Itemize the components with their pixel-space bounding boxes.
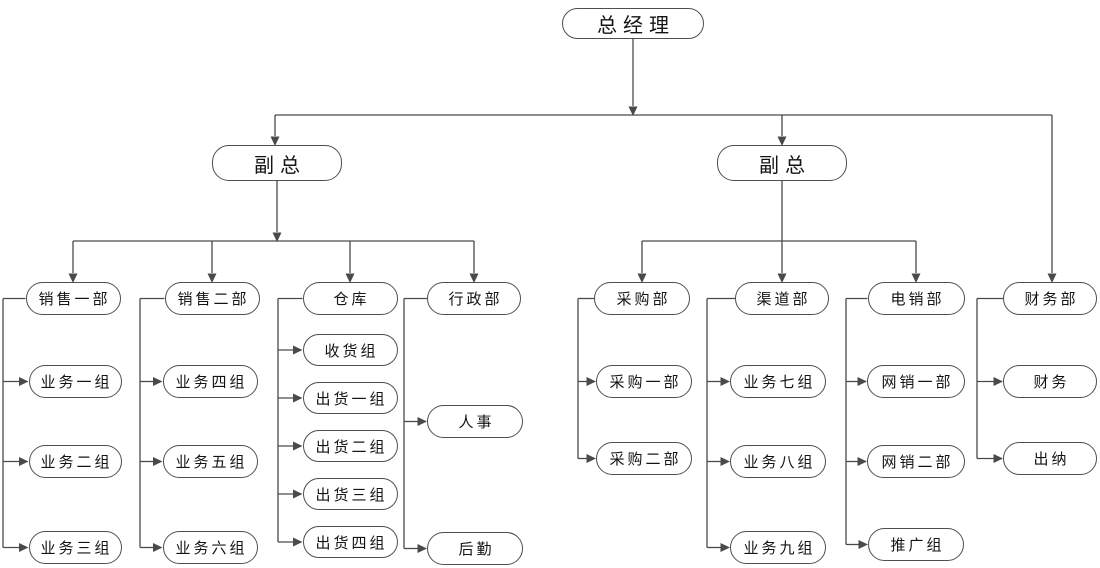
arrowhead (1047, 273, 1057, 283)
arrowhead (293, 489, 303, 499)
arrowhead (417, 544, 427, 553)
arrowhead (272, 232, 282, 242)
node-cg1: 采购一部 (596, 365, 692, 398)
arrowhead (586, 454, 596, 463)
node-fz2: 副总 (717, 145, 847, 181)
arrowhead (207, 273, 217, 283)
arrowhead (270, 136, 280, 146)
node-dxb: 电销部 (867, 282, 965, 315)
arrowhead (345, 273, 355, 283)
node-yw4: 业务四组 (162, 365, 258, 398)
node-cwb: 财务部 (1003, 282, 1097, 315)
arrowhead (720, 457, 730, 466)
node-yw7: 业务七组 (730, 365, 826, 398)
node-cn: 出纳 (1003, 442, 1097, 475)
node-yw1: 业务一组 (28, 365, 122, 398)
node-chz2: 出货二组 (302, 430, 398, 462)
node-wx1: 网销一部 (867, 365, 965, 398)
node-xs2: 销售二部 (164, 282, 260, 315)
arrowhead (720, 377, 730, 386)
arrowhead (720, 543, 730, 552)
arrowhead (777, 273, 787, 283)
arrowhead (417, 417, 427, 426)
node-xs1: 销售一部 (25, 282, 121, 315)
node-cgb: 采购部 (594, 282, 690, 315)
node-hq: 后勤 (427, 532, 523, 565)
arrowhead (586, 377, 596, 386)
node-fz1: 副总 (212, 145, 342, 181)
node-yw5: 业务五组 (162, 445, 258, 478)
arrowhead (19, 543, 29, 552)
arrowhead (293, 441, 303, 451)
arrowhead (637, 273, 647, 283)
node-chz1: 出货一组 (302, 382, 398, 414)
arrowhead (153, 377, 163, 386)
node-zjl: 总经理 (562, 8, 704, 39)
node-shz: 收货组 (302, 334, 398, 366)
arrowhead (19, 377, 29, 386)
node-chz4: 出货四组 (302, 526, 398, 558)
arrowhead (293, 537, 303, 547)
node-rs: 人事 (427, 405, 523, 438)
arrowhead (153, 457, 163, 466)
node-tgz: 推广组 (868, 528, 964, 561)
arrowhead (993, 454, 1003, 463)
arrowhead (858, 540, 868, 549)
node-yw3: 业务三组 (28, 531, 122, 564)
arrowhead (911, 273, 921, 283)
arrowhead (469, 273, 479, 283)
arrowhead (857, 457, 867, 466)
node-yw6: 业务六组 (162, 531, 258, 564)
arrowhead (777, 136, 787, 146)
node-cw: 财务 (1003, 365, 1097, 398)
arrowhead (293, 393, 303, 403)
arrowhead (19, 457, 29, 466)
arrowhead (68, 273, 78, 283)
node-ck: 仓库 (302, 282, 398, 315)
arrowhead (857, 377, 867, 386)
node-yw9: 业务九组 (730, 531, 826, 564)
arrowhead (993, 377, 1003, 386)
node-cg2: 采购二部 (596, 442, 692, 475)
node-xzb: 行政部 (427, 282, 521, 315)
arrowhead (293, 345, 303, 355)
arrowhead (153, 543, 163, 552)
node-wx2: 网销二部 (867, 445, 965, 478)
node-qdb: 渠道部 (735, 282, 829, 315)
node-chz3: 出货三组 (302, 478, 398, 510)
node-yw8: 业务八组 (730, 445, 826, 478)
arrowhead (628, 106, 638, 116)
node-yw2: 业务二组 (28, 445, 122, 478)
